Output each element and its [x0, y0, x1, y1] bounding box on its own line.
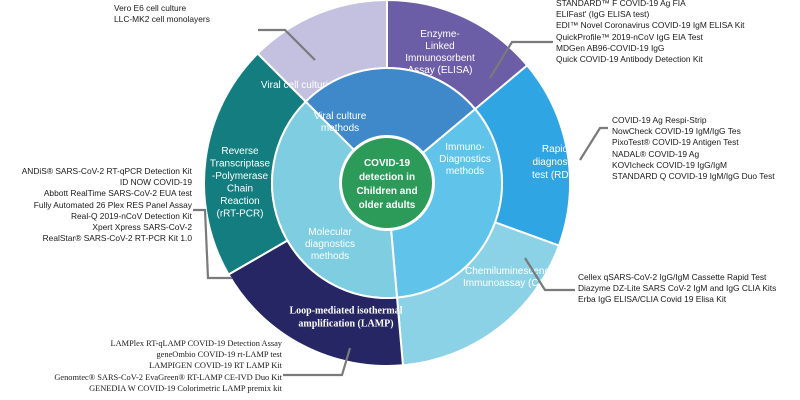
center-label-line: Children and [356, 186, 417, 197]
callout-item: Genomtec® SARS-CoV-2 EvaGreen® RT-LAMP C… [54, 372, 282, 382]
segment-label-molecular-diagnostics-methods-line: Molecular [308, 227, 352, 238]
segment-label-viral-culture-methods-line: Viral culture [314, 111, 367, 122]
segment-label-rrt-pcr-line: Reaction [220, 196, 259, 207]
callout-rdt: COVID-19 Ag Respi-Strip NowCheck COVID-1… [612, 115, 775, 182]
callout-rrt-pcr: ANDiS® SARS-CoV-2 RT-qPCR Detection Kit … [22, 166, 192, 244]
segment-label-molecular-diagnostics-methods-line: methods [311, 251, 349, 262]
callout-item: Xpert Xpress SARS-CoV-2 [92, 222, 192, 233]
segment-label-clia-line: Chemiluminescence [465, 266, 555, 277]
callout-viral-culture: Vero E6 cell culture LLC-MK2 cell monola… [114, 3, 210, 25]
segment-label-rrt-pcr-line: Chain [227, 183, 253, 194]
segment-label-rdt-line: diagnostic [532, 157, 577, 168]
segment-label-rdt-line: Rapid [542, 144, 568, 155]
callout-item: NowCheck COVID-19 IgM/IgG Tes [612, 126, 741, 137]
segment-label-lamp-line: Loop-mediated isothermal [289, 306, 402, 317]
center-label: COVID-19 detection in Children and older ad… [356, 158, 417, 211]
center-label-line: older adults [359, 200, 416, 211]
segment-label-rrt-pcr-line: (rRT-PCR) [216, 208, 263, 219]
callout-item: Quick COVID-19 Antibody Detection Kit [556, 54, 703, 65]
callout-item: ELIFast' (IgG ELISA test) [556, 9, 650, 20]
callout-item: Vero E6 cell culture [114, 3, 187, 13]
segment-label-viral-culture-methods-line: methods [321, 123, 359, 134]
segment-label-rrt-pcr-line: Reverse [221, 146, 259, 157]
callout-elisa: STANDARD™ F COVID-19 Ag FIA ELIFast' (Ig… [556, 0, 745, 65]
segment-label-molecular-diagnostics-methods-line: diagnostics [305, 239, 355, 250]
callout-item: ID NOW COVID-19 [119, 177, 192, 188]
segment-label-elisa-line: Immunosorbent [405, 53, 475, 64]
segment-label-immuno-diagnostics-methods-line: Immuno- [445, 142, 484, 153]
segment-label-elisa-line: Assay (ELISA) [407, 65, 472, 76]
callout-item: Real-Q 2019-nCoV Detection Kit [70, 210, 192, 221]
callout-item: RealStar® SARS-CoV-2 RT-PCR Kit 1.0 [42, 233, 192, 244]
leader-rrt-pcr [193, 208, 232, 280]
callout-lamp: LAMPlex RT-qLAMP COVID-19 Detection Assa… [54, 338, 282, 394]
center-label-line: detection in [359, 172, 415, 183]
segment-label-immuno-diagnostics-methods-line: Diagnostics [439, 154, 491, 165]
callout-item: MDGen AB96-COVID-19 IgG [556, 42, 665, 53]
callout-item: NADAL® COVID-19 Ag [612, 148, 700, 159]
leader-rdt [579, 126, 608, 161]
callout-item: STANDARD Q COVID-19 IgM/IgG Duo Test [612, 171, 775, 182]
segment-label-rrt-pcr-line: -Polymerase [212, 171, 269, 182]
leader-viral-culture [258, 28, 316, 61]
segment-label-elisa-line: Linked [425, 41, 454, 52]
segment-label-immuno-diagnostics-methods-line: methods [446, 166, 484, 177]
callout-item: Erba IgG ELISA/CLIA Covid 19 Elisa Kit [578, 294, 727, 305]
callout-item: QuickProfile™ 2019-nCoV IgG EIA Test [556, 31, 703, 42]
callout-item: LAMPlex RT-qLAMP COVID-19 Detection Assa… [110, 339, 282, 348]
callout-clia: Cellex qSARS-CoV-2 IgG/IgM Cassette Rapi… [578, 272, 776, 306]
callout-item: GENEDIA W COVID-19 Colorimetric LAMP pre… [89, 383, 282, 393]
segment-label-rdt-line: test (RDT) [532, 170, 578, 181]
center-circle [342, 138, 432, 228]
callout-item: geneOmbio COVID-19 rt-LAMP test [156, 350, 282, 360]
callout-item: LAMPIGEN COVID-19 RT LAMP Kit [148, 361, 282, 371]
callout-item: STANDARD™ F COVID-19 Ag FIA [556, 0, 686, 8]
callout-item: ANDiS® SARS-CoV-2 RT-qPCR Detection Kit [21, 166, 192, 176]
leader-clia [524, 257, 575, 292]
segment-label-lamp-line: amplification (LAMP) [298, 319, 393, 330]
segment-label-lamp: Loop-mediated isothermal amplification (L… [289, 306, 402, 330]
callout-item: Cellex qSARS-CoV-2 IgG/IgM Cassette Rapi… [578, 272, 767, 282]
segment-label-rdt: Rapid diagnostic test (RDT) [532, 144, 578, 181]
callout-item: LLC-MK2 cell monolayers [114, 14, 210, 25]
segment-label-clia-line: Immunoassay (CLIA) [463, 278, 557, 289]
segment-label-elisa-line: Enzyme- [420, 29, 459, 40]
callout-item: Fully Automated 26 Plex RES Panel Assay [33, 199, 192, 210]
callout-item: Diazyme DZ-Lite SARS CoV-2 IgM and IgG C… [578, 283, 777, 294]
leader-lines [193, 28, 608, 377]
segment-label-viral-cell-culturing-line: Viral cell culturing [261, 80, 339, 91]
callout-item: PixoTest® COVID-19 Antigen Test [612, 137, 739, 148]
leader-elisa [489, 40, 553, 79]
center-node: COVID-19 detection in Children and older ad… [339, 135, 435, 231]
segment-label-viral-cell-culturing: Viral cell culturing [261, 80, 339, 91]
callout-item: KOVIcheck COVID-19 IgG/IgM [612, 159, 727, 170]
callout-item: COVID-19 Ag Respi-Strip [612, 115, 707, 125]
callout-item: EDI™ Novel Coronavirus COVID-19 IgM ELIS… [556, 20, 745, 31]
callout-item: Abbott RealTime SARS-CoV-2 EUA test [43, 188, 192, 199]
leader-lamp [283, 347, 352, 377]
center-label-line: COVID-19 [364, 158, 411, 169]
segment-label-rrt-pcr-line: Transcriptase [210, 158, 271, 169]
